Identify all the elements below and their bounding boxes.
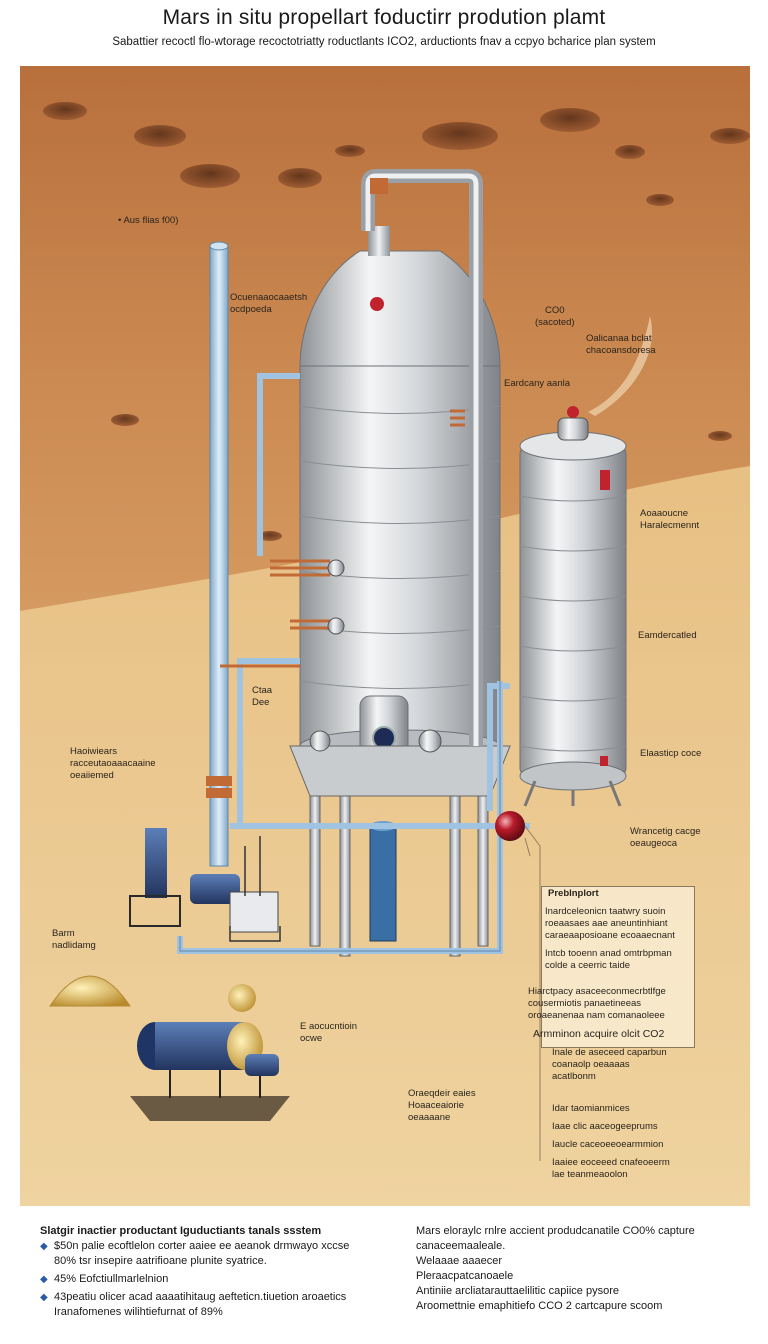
footer-left-item: ◆43peatiu olicer acad aaaatihitaug aefte… <box>40 1291 347 1318</box>
footer-right-line: Antiniie arcliatarauttaelilitic capiice … <box>416 1285 619 1297</box>
footer-right-line: Pleraacpatcanoaele <box>416 1270 514 1282</box>
storage-low-label: Elaasticp coce <box>640 748 702 759</box>
footer-right-line: Aroomettnie emaphitiefo CCO 2 cartcapure… <box>416 1300 663 1312</box>
footer-left: Slatgir inactier productant Iguductiants… <box>40 1224 400 1320</box>
side-note: Iaae clic aaceogeeprums <box>552 1121 658 1132</box>
footer-left-item: ◆$50n palie ecoftlelon corter aaiee ee a… <box>40 1240 350 1267</box>
callout-line-2: Intcb tooenn anad omtrbpman colde a ceer… <box>545 948 672 971</box>
bullet-icon: ◆ <box>40 1292 48 1303</box>
co2-intake-sub-label: Oalicanaa bclat chacoansdoresa <box>586 333 656 356</box>
vent-line-label: Ocuenaaocaaetsh ocdpoeda <box>230 292 308 315</box>
storage-upper-label: Aoaaoucne Haralecmennt <box>640 508 700 531</box>
footer-right-line: Mars eloraylc rnlre accient produdcanati… <box>416 1225 695 1252</box>
bottom-label: Oraeqdeir eaies Hoaaceaiorie oeaaaane <box>408 1088 476 1123</box>
footer-left-heading: Slatgir inactier productant Iguductiants… <box>40 1225 322 1237</box>
left-group-label: Haoiwiears racceutaoaaacaaine oeaiiemed <box>70 746 156 781</box>
condensor-label: Eardcany aanla <box>504 378 571 389</box>
side-note: Iaaiee eoceeed cnafeoeerm lae teanmeaool… <box>552 1157 670 1180</box>
side-note: Iaucle caceoeeoearmmion <box>552 1139 664 1150</box>
storage-mid-label: Eamdercatled <box>638 630 697 641</box>
side-note: Inale de aseceed caparbun coanaolp oeaaa… <box>552 1047 667 1082</box>
footer-right-line: Welaaae aaaecer <box>416 1255 503 1267</box>
burn-label: Barm nadlidamg <box>52 928 96 951</box>
callout-line-4: Armminon acquire olcit CO2 <box>533 1028 665 1040</box>
pipe-tag-label: Ctaa Dee <box>252 685 273 708</box>
callout-line-1: Inardceleonicn taatwry suoin roeaasaes a… <box>545 906 675 941</box>
bullet-icon: ◆ <box>40 1274 48 1285</box>
pump-label: E aocucntioin ocwe <box>300 1021 358 1044</box>
co2-intake-label: CO0 (sacoted) <box>535 305 575 328</box>
callout-box <box>541 886 695 1048</box>
footer-right: Mars eloraylc rnlre accient produdcanati… <box>416 1224 756 1314</box>
bullet-icon: ◆ <box>40 1241 48 1252</box>
callout-title: Preblnplort <box>548 888 599 899</box>
callout-line-3: Hiarctpacy asaceeconmecrbtlfge cousermio… <box>528 986 666 1021</box>
page-title: Mars in situ propellart foductirr produt… <box>162 6 606 29</box>
footer-left-item: ◆45% Eofctiullmarlelnion <box>40 1273 169 1285</box>
aux-filter-label: • Aus flias f00) <box>118 215 179 226</box>
page-subtitle: Sabattier recoctl flo-wtorage recoctotri… <box>112 36 656 48</box>
plant-illustration <box>20 66 750 1206</box>
storage-base-label: Wrancetig cacge oeaugeoca <box>630 826 701 849</box>
side-note: Idar taomianmices <box>552 1103 630 1114</box>
